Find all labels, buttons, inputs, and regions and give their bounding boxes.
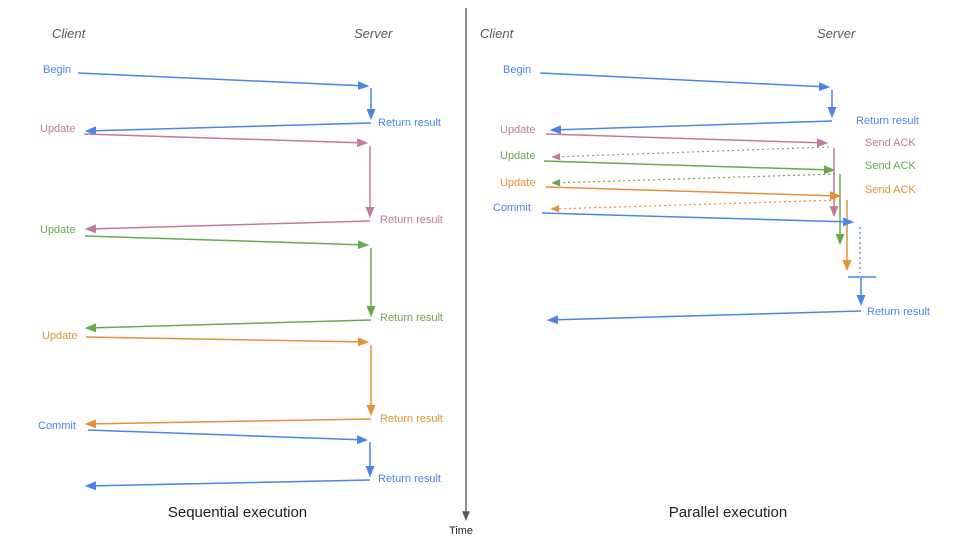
right-begin-flow	[539, 72, 837, 135]
right-begin-response: Return result	[856, 115, 919, 127]
left-update2-label: Update	[40, 224, 76, 236]
right-update1-response: Send ACK	[865, 137, 916, 149]
left-begin-flow	[77, 72, 376, 136]
left-begin-label: Begin	[43, 64, 72, 76]
right-update1-flow	[545, 133, 839, 218]
right-commit-label: Commit	[493, 202, 531, 214]
right-update3-label: Update	[500, 177, 536, 189]
right-update3-flow	[545, 186, 852, 272]
right-update2-label: Update	[500, 150, 536, 162]
left-caption: Sequential execution	[167, 504, 308, 521]
left-commit-flow	[84, 429, 375, 491]
right-commit-flow	[541, 212, 876, 325]
right-client-header: Client	[480, 26, 514, 41]
left-commit-label: Commit	[38, 420, 76, 432]
left-update2-flow	[84, 235, 376, 333]
left-update1-label: Update	[40, 123, 76, 135]
right-update3-response: Send ACK	[865, 184, 916, 196]
left-begin-response: Return result	[378, 117, 441, 129]
left-update3-flow	[84, 336, 376, 429]
right-caption: Parallel execution	[668, 504, 788, 521]
left-update2-response: Return result	[380, 312, 443, 324]
right-commit-response: Return result	[867, 306, 930, 318]
left-client-header: Client	[52, 26, 86, 41]
right-begin-label: Begin	[503, 64, 532, 76]
right-update1-label: Update	[500, 124, 536, 136]
left-commit-response: Return result	[378, 473, 441, 485]
right-update2-flow	[543, 160, 845, 246]
left-update3-label: Update	[42, 330, 78, 342]
right-server-header: Server	[817, 26, 856, 41]
left-update3-response: Return result	[380, 413, 443, 425]
left-server-header: Server	[354, 26, 393, 41]
time-axis-label: Time	[449, 525, 474, 537]
left-update1-flow	[83, 133, 375, 234]
right-update2-response: Send ACK	[865, 160, 916, 172]
left-update1-response: Return result	[380, 214, 443, 226]
